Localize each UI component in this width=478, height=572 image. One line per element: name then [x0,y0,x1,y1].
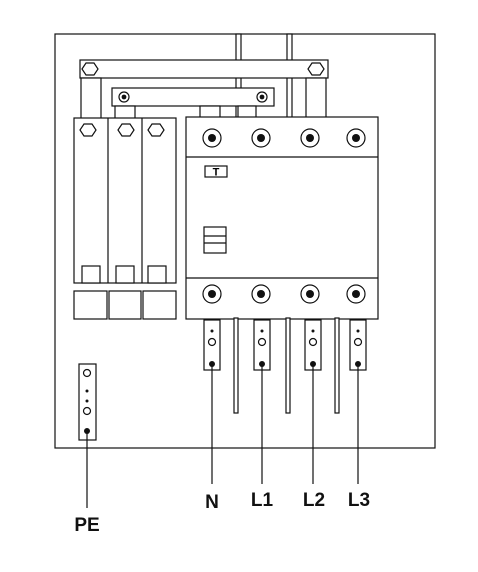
terminal-screw-icon [300,128,320,148]
label-n: N [205,492,219,513]
outgoing-conductors [86,364,359,508]
bottom-wires [233,317,340,414]
toggle-lever [203,226,227,254]
label-l3: L3 [348,490,370,511]
bottom-terminals [202,284,366,304]
lug-l1 [253,319,271,371]
lug-l2 [304,319,322,371]
rcd-device: T [185,116,379,320]
bolt-icon [79,123,97,137]
output-lugs [203,319,367,371]
bolt-icon [307,62,325,76]
lug-n [203,319,221,371]
test-button-icon: T [204,165,228,179]
lug-l3 [349,319,367,371]
terminal-screw-icon [251,128,271,148]
label-pe: PE [74,515,99,536]
label-l2: L2 [303,490,325,511]
terminal-screw-icon [202,128,222,148]
terminal-screw-icon [346,284,366,304]
bolt-icon [117,123,135,137]
label-l1: L1 [251,490,274,511]
bolt-icon [81,62,99,76]
top-busbar [79,59,329,121]
pe-bar [78,363,97,441]
distribution-block [73,117,177,320]
terminal-screw-icon [202,284,222,304]
bolt-icon [147,123,165,137]
terminal-screw-icon [346,128,366,148]
terminal-screw-icon [300,284,320,304]
terminal-screw-icon [251,284,271,304]
test-button-symbol: T [213,167,220,179]
top-terminals [202,128,366,148]
